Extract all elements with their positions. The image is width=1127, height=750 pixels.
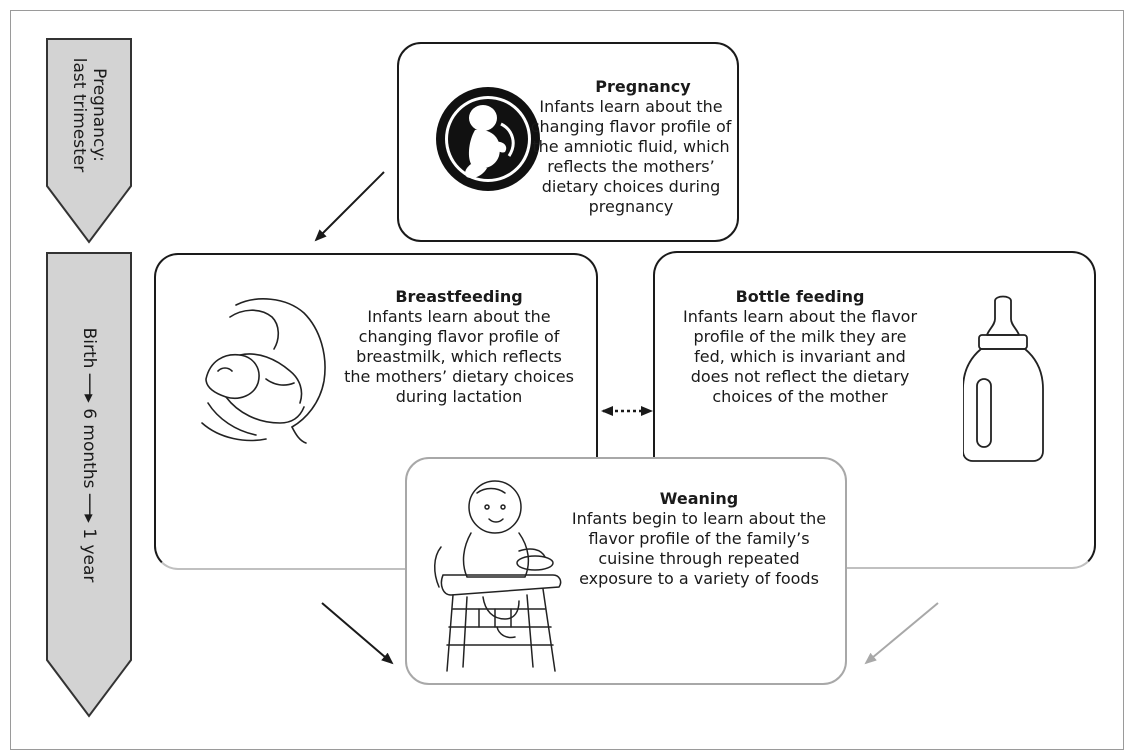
timeline-bottom-label: Birth ──▸ 6 months ──▸ 1 year xyxy=(79,327,99,583)
fetus-in-womb-icon xyxy=(436,87,540,191)
timeline-pregnancy: Pregnancy: last trimester xyxy=(46,38,132,244)
weaning-text: Weaning Infants begin to learn about the… xyxy=(571,489,827,589)
weaning-title: Weaning xyxy=(659,489,739,508)
pregnancy-text: Pregnancy Infants learn about the changi… xyxy=(531,77,732,217)
breastfeeding-description: Infants learn about the changing flavor … xyxy=(344,307,574,406)
baby-bottle-icon xyxy=(963,295,1044,462)
bottle-feeding-text: Bottle feeding Infants learn about the f… xyxy=(677,287,923,407)
baby-in-high-chair-icon xyxy=(434,480,562,672)
breastfeeding-title: Breastfeeding xyxy=(395,287,523,306)
timeline-chevron-bottom xyxy=(46,252,132,718)
pregnancy-description: Infants learn about the changing flavor … xyxy=(530,97,732,216)
bottle-feeding-box: Bottle feeding Infants learn about the f… xyxy=(653,251,1096,569)
bottle-feeding-description: Infants learn about the flavor profile o… xyxy=(682,307,918,406)
bottle-feeding-title: Bottle feeding xyxy=(735,287,865,306)
breastfeeding-text: Breastfeeding Infants learn about the ch… xyxy=(344,287,574,407)
timeline-infancy: Birth ──▸ 6 months ──▸ 1 year xyxy=(46,252,132,718)
pregnancy-title: Pregnancy xyxy=(595,77,691,96)
weaning-box: Weaning Infants begin to learn about the… xyxy=(405,457,847,685)
breastfeeding-mother-icon xyxy=(201,298,326,444)
weaning-description: Infants begin to learn about the flavor … xyxy=(571,509,827,588)
timeline-top-label: Pregnancy: last trimester xyxy=(69,57,109,173)
pregnancy-box: Pregnancy Infants learn about the changi… xyxy=(397,42,739,242)
timeline-chevron-top xyxy=(46,38,132,244)
